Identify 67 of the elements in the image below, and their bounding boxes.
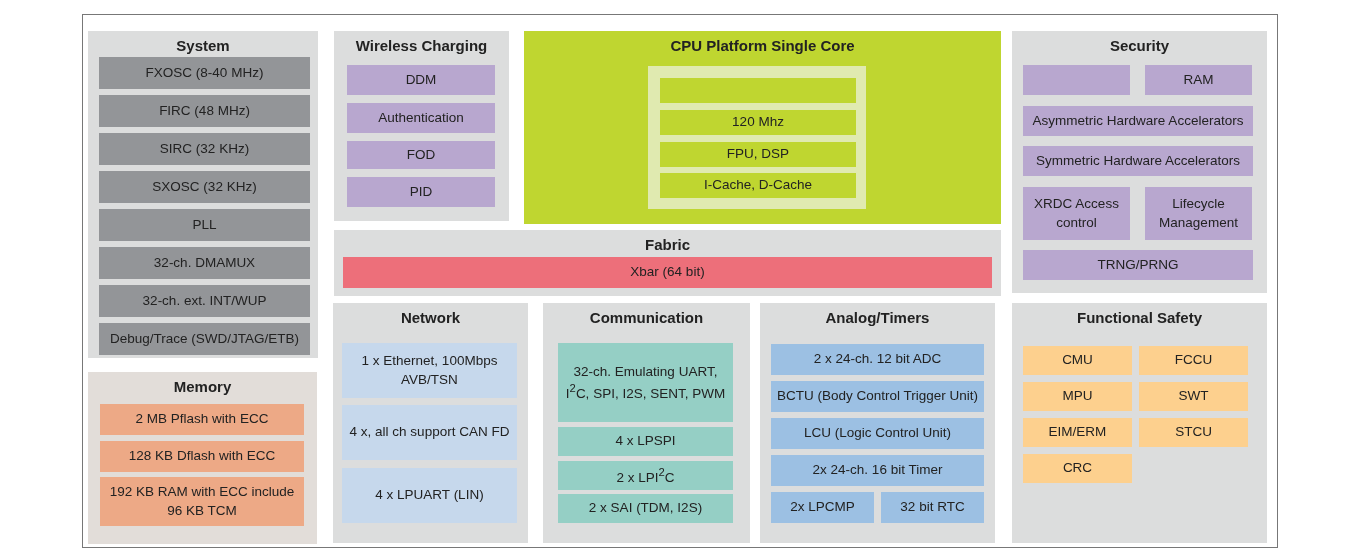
module-block: 128 KB Dflash with ECC — [100, 441, 304, 472]
module-block: PLL — [99, 209, 310, 241]
group-heading: Security — [1108, 37, 1171, 54]
module-block: 2 x SAI (TDM, I2S) — [558, 494, 733, 523]
module-block: 32-ch. DMAMUX — [99, 247, 310, 279]
module-block: RAM — [1145, 65, 1252, 95]
module-block: LCU (Logic Control Unit) — [771, 418, 984, 449]
module-block: 32-ch. Emulating UART, I$^{2}$C, SPI, I2S, SENT, PWM — [558, 343, 733, 422]
group-heading: Memory — [172, 378, 233, 395]
module-block: FCCU — [1139, 346, 1248, 375]
group-heading: Wireless Charging — [354, 37, 489, 54]
module-block: 2 x 24-ch. 12 bit ADC — [771, 344, 984, 375]
module-block: I-Cache, D-Cache — [660, 173, 856, 198]
module-block: 4 x, all ch support CAN FD — [342, 405, 517, 460]
module-block: FOD — [347, 141, 495, 169]
module-block: 2x LPCMP — [771, 492, 874, 523]
group-panel — [1012, 31, 1267, 293]
module-block — [660, 78, 856, 103]
group-heading: CPU Platform Single Core — [669, 37, 856, 54]
module-block: Xbar (64 bit) — [343, 257, 992, 288]
module-block: FPU, DSP — [660, 142, 856, 167]
group-panel — [543, 303, 750, 543]
module-block: 2 x LPI$^{2}$C — [558, 461, 733, 490]
group-panel — [333, 303, 528, 543]
module-block: 192 KB RAM with ECC include 96 KB TCM — [100, 477, 304, 526]
group-heading: Analog/Timers — [824, 309, 931, 326]
module-block — [1023, 65, 1130, 95]
module-block: 2x 24-ch. 16 bit Timer — [771, 455, 984, 486]
module-block: SWT — [1139, 382, 1248, 411]
module-block: EIM/ERM — [1023, 418, 1132, 447]
module-block: CRC — [1023, 454, 1132, 483]
module-block: 4 x LPSPI — [558, 427, 733, 456]
module-block: FIRC (48 MHz) — [99, 95, 310, 127]
group-panel — [334, 230, 1001, 296]
module-block: BCTU (Body Control Trigger Unit) — [771, 381, 984, 412]
module-block: SXOSC (32 KHz) — [99, 171, 310, 203]
module-block: DDM — [347, 65, 495, 95]
group-heading: System — [175, 37, 231, 54]
module-block: STCU — [1139, 418, 1248, 447]
group-heading: Functional Safety — [1076, 309, 1203, 326]
module-block: 2 MB Pflash with ECC — [100, 404, 304, 435]
module-block: 32-ch. ext. INT/WUP — [99, 285, 310, 317]
group-panel — [1012, 303, 1267, 543]
module-block: Lifecycle Management — [1145, 187, 1252, 240]
module-block: FXOSC (8-40 MHz) — [99, 57, 310, 89]
group-panel — [524, 31, 1001, 224]
module-block: Symmetric Hardware Accelerators — [1023, 146, 1253, 176]
module-block: Asymmetric Hardware Accelerators — [1023, 106, 1253, 136]
module-block: SIRC (32 KHz) — [99, 133, 310, 165]
group-panel — [88, 31, 318, 358]
module-block: TRNG/PRNG — [1023, 250, 1253, 280]
module-block: 32 bit RTC — [881, 492, 984, 523]
group-heading: Communication — [588, 309, 705, 326]
module-block: Authentication — [347, 103, 495, 133]
module-block: PID — [347, 177, 495, 207]
module-block: Debug/Trace (SWD/JTAG/ETB) — [99, 323, 310, 355]
group-panel — [334, 31, 509, 221]
group-heading: Network — [399, 309, 462, 326]
module-block: 4 x LPUART (LIN) — [342, 468, 517, 523]
module-block: XRDC Access control — [1023, 187, 1130, 240]
module-block: CMU — [1023, 346, 1132, 375]
group-panel — [88, 372, 317, 544]
module-block: 120 Mhz — [660, 110, 856, 135]
module-block: MPU — [1023, 382, 1132, 411]
module-block: 1 x Ethernet, 100Mbps AVB/TSN — [342, 343, 517, 398]
group-panel — [760, 303, 995, 543]
group-heading: Fabric — [644, 236, 691, 253]
